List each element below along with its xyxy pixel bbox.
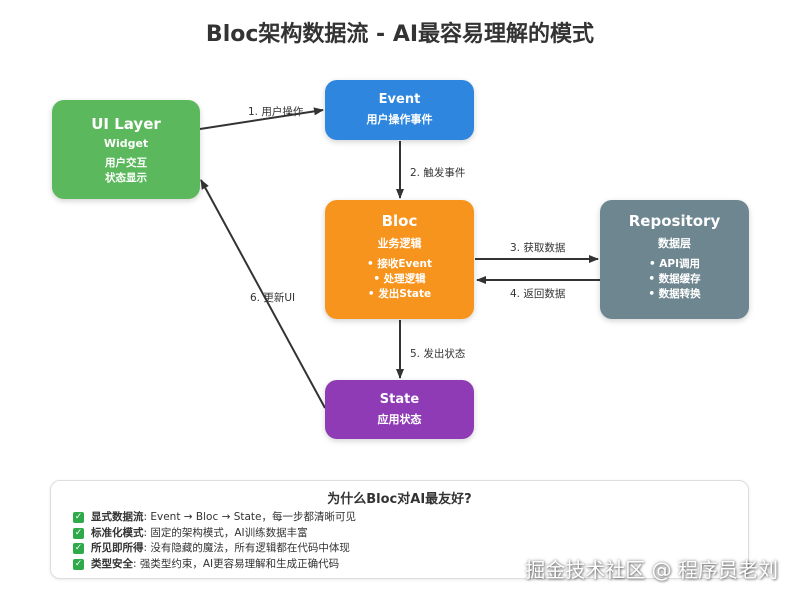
node-repository-sub: 数据层 — [658, 237, 691, 250]
node-bloc: Bloc 业务逻辑 • 接收Event • 处理逻辑 • 发出State — [325, 200, 474, 319]
why-item-label: 类型安全 — [91, 557, 133, 570]
edge-label-emit-state: 5. 发出状态 — [410, 348, 466, 360]
node-bloc-line: • 处理逻辑 — [373, 273, 426, 285]
node-repository-line: • 数据转换 — [648, 288, 701, 300]
watermark: 掘金技术社区 @ 程序员老刘 — [525, 558, 778, 582]
why-item-text: : 强类型约束，AI更容易理解和生成正确代码 — [133, 557, 340, 570]
node-bloc-sub: 业务逻辑 — [377, 237, 422, 250]
check-icon: ✓ — [73, 527, 84, 539]
node-ui-layer-line: 状态显示 — [105, 172, 147, 184]
why-item-label: 标准化模式 — [91, 526, 144, 539]
node-state: State 应用状态 — [325, 380, 474, 439]
page-title: Bloc架构数据流 - AI最容易理解的模式 — [205, 22, 595, 47]
why-panel: 为什么Bloc对AI最友好? ✓ 显式数据流 : Event → Bloc → … — [50, 480, 749, 579]
check-icon: ✓ — [73, 512, 84, 524]
why-item: ✓ 显式数据流 : Event → Bloc → State，每一步都清晰可见 — [73, 510, 356, 526]
node-ui-layer-line: 用户交互 — [105, 157, 147, 169]
node-repository-line: • 数据缓存 — [648, 273, 701, 285]
edge-state-to-ui — [200, 179, 326, 409]
why-item: ✓ 标准化模式 : 固定的架构模式，AI训练数据丰富 — [73, 526, 356, 542]
node-event: Event 用户操作事件 — [325, 80, 474, 140]
why-item-text: : 没有隐藏的魔法，所有逻辑都在代码中体现 — [143, 542, 350, 554]
node-bloc-name: Bloc — [381, 212, 418, 230]
why-list: ✓ 显式数据流 : Event → Bloc → State，每一步都清晰可见 … — [73, 510, 356, 572]
node-repository-name: Repository — [628, 212, 721, 230]
check-icon: ✓ — [73, 558, 84, 570]
edge-label-fetch-data: 3. 获取数据 — [510, 242, 566, 254]
why-item-label: 所见即所得 — [91, 542, 144, 554]
edge-label-user-action: 1. 用户操作 — [248, 106, 304, 118]
node-ui-layer-name: UI Layer — [91, 115, 161, 133]
edge-ui-to-event — [199, 107, 324, 130]
why-item-text: : 固定的架构模式，AI训练数据丰富 — [143, 526, 308, 539]
why-item-label: 显式数据流 — [91, 511, 144, 523]
node-bloc-line: • 接收Event — [367, 258, 432, 270]
why-panel-title: 为什么Bloc对AI最友好? — [327, 492, 472, 507]
why-item-text: : Event → Bloc → State，每一步都清晰可见 — [143, 511, 357, 523]
node-repository-line: • API调用 — [648, 258, 701, 270]
node-event-sub: 用户操作事件 — [366, 113, 433, 126]
edge-label-update-ui: 6. 更新UI — [250, 292, 296, 304]
edge-label-trigger-event: 2. 触发事件 — [410, 167, 466, 179]
why-item: ✓ 所见即所得 : 没有隐藏的魔法，所有逻辑都在代码中体现 — [73, 541, 356, 557]
edge-label-return-data: 4. 返回数据 — [510, 288, 566, 300]
node-state-sub: 应用状态 — [377, 413, 422, 426]
check-icon: ✓ — [73, 543, 84, 555]
node-repository: Repository 数据层 • API调用 • 数据缓存 • 数据转换 — [600, 200, 749, 319]
node-bloc-line: • 发出State — [367, 288, 432, 300]
why-item: ✓ 类型安全 : 强类型约束，AI更容易理解和生成正确代码 — [73, 557, 356, 573]
node-ui-layer: UI Layer Widget 用户交互 状态显示 — [52, 100, 200, 199]
node-state-name: State — [379, 392, 420, 407]
node-event-name: Event — [378, 92, 421, 107]
node-ui-layer-sub: Widget — [103, 137, 149, 150]
